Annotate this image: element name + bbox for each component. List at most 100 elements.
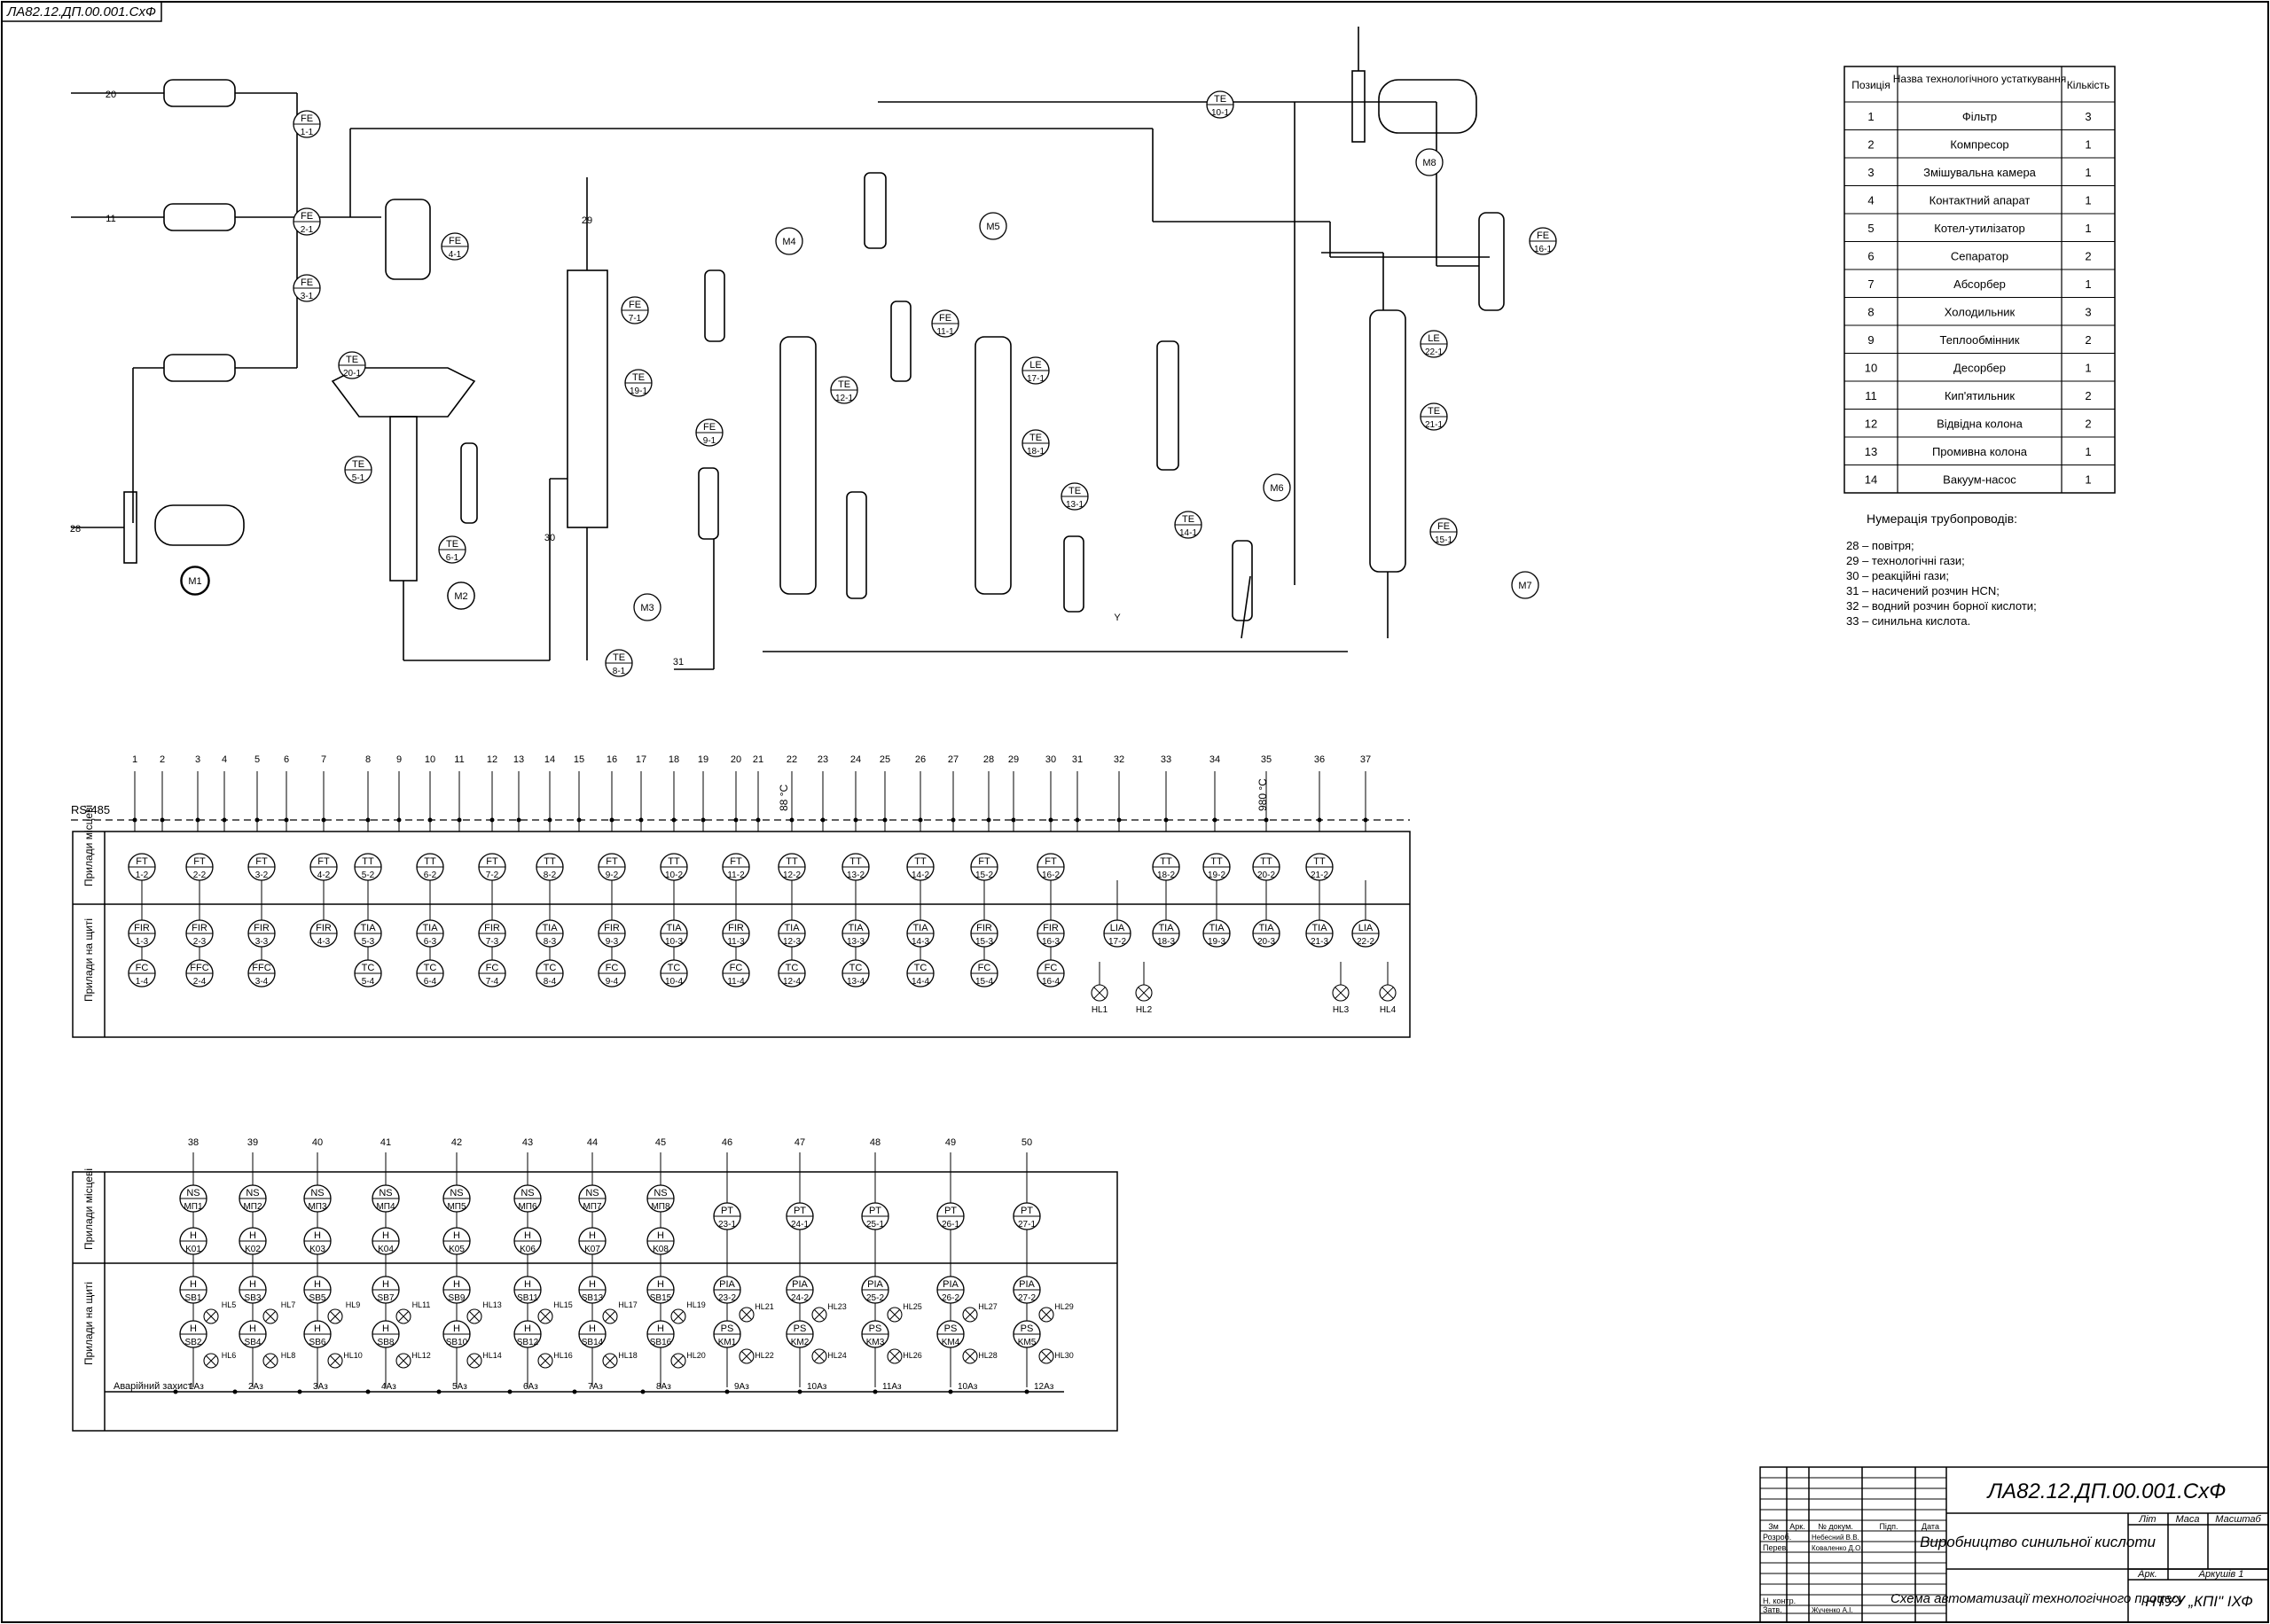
- local-instrument-tt-18-2-tag: 18-2: [1157, 871, 1175, 880]
- controller-fc-7-4-code: FC: [486, 963, 499, 973]
- row-label-local: Прилади місцеві: [82, 805, 95, 886]
- pid-instrument-fe-4-1-code: FE: [449, 236, 461, 246]
- table-cell-position: 7: [1867, 277, 1874, 291]
- pid-instrument-te-18-1-tag: 18-1: [1027, 447, 1045, 457]
- lamp-label-hl27: HL27: [978, 1302, 998, 1311]
- controller-fc-1-4-code: FC: [136, 963, 149, 973]
- motor-label-m1: M1: [188, 576, 201, 587]
- tb-role-3: Затв.: [1763, 1605, 1782, 1614]
- reboiler-11a: [846, 491, 867, 599]
- motor-loop-number-43: 43: [522, 1137, 533, 1148]
- table-cell-name: Теплообмінник: [1940, 333, 2020, 347]
- motor-contactor-5-tag: K06: [520, 1245, 536, 1254]
- column-number-3: 3: [195, 754, 200, 765]
- tb-role-1: Перев.: [1763, 1543, 1789, 1552]
- pipe-label: Y: [1114, 613, 1121, 623]
- tb-col-header-2: № докум.: [1818, 1522, 1853, 1531]
- panel-instrument-fir-11-3-tag: 11-3: [727, 937, 745, 947]
- table-cell-name: Відвідна колона: [1937, 418, 2023, 431]
- lamp-label-hl2: HL2: [1136, 1005, 1153, 1015]
- az-label-p3: 10Аз: [958, 1382, 978, 1392]
- column-number-6: 6: [284, 754, 289, 765]
- title-block: [1759, 1466, 2269, 1623]
- button-start-0-tag: SB1: [185, 1293, 202, 1303]
- panel-instrument-fir-2-3-code: FIR: [192, 923, 207, 933]
- panel-frame-bottom: [72, 1171, 1118, 1432]
- panel-instrument-tia-18-3-tag: 18-3: [1157, 937, 1175, 947]
- panel-instrument-tia-14-3-tag: 14-3: [912, 937, 929, 947]
- lamp-label-hl21: HL21: [755, 1302, 774, 1311]
- table-cell-name: Контактний апарат: [1930, 194, 2031, 207]
- tb-role-2: Н. контр.: [1763, 1597, 1796, 1605]
- scrubber-13: [1478, 212, 1505, 311]
- pid-instrument-te-10-1-tag: 10-1: [1211, 108, 1229, 118]
- code-stamp: [1, 1, 162, 22]
- lamp-label-hl9: HL9: [346, 1300, 361, 1309]
- pid-instrument-te-12-1-code: TE: [838, 379, 850, 390]
- motor-starter-6-tag: МП7: [583, 1202, 602, 1212]
- motor-contactor-0-tag: K01: [185, 1245, 201, 1254]
- pid-instrument-fe-7-1-code: FE: [629, 300, 641, 310]
- local-instrument-ft-9-2-tag: 9-2: [606, 871, 619, 880]
- pipeline-legend: Нумерація трубопроводів: 28 – повітря;29…: [1846, 511, 2037, 628]
- motor-m8: M8: [1415, 148, 1444, 176]
- controller-fc-15-4-tag: 15-4: [975, 977, 993, 987]
- pipe-label: 20: [106, 90, 116, 100]
- controller-fc-16-4-code: FC: [1045, 963, 1058, 973]
- az-label-p1: 10Аз: [807, 1382, 827, 1392]
- button-start-6-tag: SB13: [582, 1293, 604, 1303]
- lamp-label-hl14: HL14: [482, 1351, 502, 1360]
- absorber-7: [549, 177, 608, 660]
- panel-instrument-fir-9-3-tag: 9-3: [606, 937, 619, 947]
- pid-instrument-te-8-1-tag: 8-1: [613, 667, 626, 676]
- az-label-3: 4Аз: [381, 1382, 396, 1392]
- controller-fc-1-4: FC1-4: [128, 959, 156, 988]
- panel-instrument-fir-15-3-code: FIR: [976, 923, 992, 933]
- panel-instrument-fir-1-3-tag: 1-3: [136, 937, 149, 947]
- pressure-transmitter-3-tag: 26-1: [942, 1220, 959, 1230]
- motor-starter-0-tag: МП1: [184, 1202, 203, 1212]
- local-instrument-ft-15-2-code: FT: [978, 856, 990, 867]
- column-number-35: 35: [1261, 754, 1272, 765]
- motor-label-m3: M3: [640, 603, 654, 613]
- title-block-texts: ЛА82.12.ДП.00.001.СхФ Виробництво синиль…: [1890, 1480, 2261, 1610]
- lamp-label-hl7: HL7: [281, 1300, 296, 1309]
- cooler-8c: [1156, 340, 1179, 471]
- local-instrument-tt-19-2-tag: 19-2: [1208, 871, 1225, 880]
- pressure-loop-number-47: 47: [794, 1137, 805, 1148]
- controller-tc-13-4-tag: 13-4: [847, 977, 865, 987]
- motor-starter-4-tag: МП5: [447, 1202, 466, 1212]
- controller-fc-11-4-code: FC: [730, 963, 743, 973]
- table-cell-qty: 2: [2085, 389, 2091, 402]
- local-instrument-ft-4-2-tag: 4-2: [317, 871, 331, 880]
- local-instrument-ft-1-2-tag: 1-2: [136, 871, 149, 880]
- local-instrument-tt-8-2-tag: 8-2: [544, 871, 557, 880]
- table-cell-qty: 2: [2085, 333, 2091, 347]
- panel-instrument-lia-22-2-tag: 22-2: [1357, 937, 1374, 947]
- pid-instrument-te-5-1-code: TE: [352, 459, 364, 470]
- pipe-label: 30: [544, 533, 555, 543]
- pressure-loop-number-49: 49: [945, 1137, 956, 1148]
- temp-label-2: 980 °C: [1256, 778, 1269, 811]
- pressure-indicator-0-code: PIA: [719, 1279, 735, 1290]
- pipe-label: 29: [582, 215, 592, 226]
- local-instrument-ft-4-2: FT4-2: [309, 853, 338, 881]
- button-start-4-code: H: [453, 1279, 460, 1290]
- table-cell-qty: 1: [2085, 362, 2091, 375]
- pid-instrument-fe-1-1-tag: 1-1: [301, 128, 314, 137]
